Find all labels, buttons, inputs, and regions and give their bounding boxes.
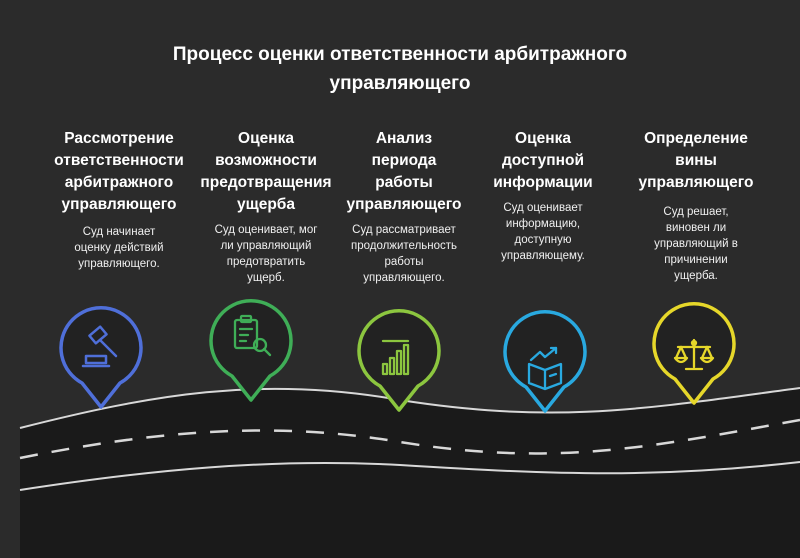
pin-1 (59, 306, 143, 409)
step-3-description: Суд рассматривает продолжительность рабо… (350, 224, 458, 284)
scales-icon (673, 338, 715, 371)
bar-chart-icon (381, 339, 410, 376)
step-5: Определение вины управляющего Суд решает… (622, 128, 770, 282)
road-bottom-edge (19, 461, 800, 491)
page-title: Процесс оценки ответственности арбитражн… (0, 40, 800, 98)
gavel-icon (81, 325, 118, 368)
pin-4 (503, 310, 587, 413)
step-4-description: Суд оценивает информацию, доступную упра… (501, 202, 585, 262)
step-3: Анализ периода работы управляющего Суд р… (330, 128, 478, 284)
pin-2 (209, 299, 293, 402)
book-growth-icon (527, 346, 563, 391)
step-5-description: Суд решает, виновен ли управляющий в при… (654, 206, 738, 282)
page-title-line-2: управляющего (329, 73, 471, 94)
page-title-line-1: Процесс оценки ответственности арбитражн… (172, 44, 628, 65)
step-2-description: Суд оценивает, мог ли управляющий предот… (214, 224, 318, 284)
step-1-description: Суд начинает оценку действий управляющег… (74, 226, 164, 270)
step-5-heading: Определение вины управляющего (638, 130, 754, 191)
step-1-heading: Рассмотрение ответственности арбитражног… (54, 130, 184, 213)
step-2: Оценка возможности предотвращения ущерба… (192, 128, 340, 284)
road (20, 388, 800, 558)
step-3-heading: Анализ периода работы управляющего (346, 130, 462, 213)
step-4: Оценка доступной информации Суд оценивае… (469, 128, 617, 262)
step-1: Рассмотрение ответственности арбитражног… (45, 128, 193, 270)
pin-5 (652, 302, 736, 405)
document-search-icon (233, 314, 272, 357)
step-4-heading: Оценка доступной информации (493, 130, 593, 191)
step-2-heading: Оценка возможности предотвращения ущерба (200, 130, 332, 213)
pin-3 (357, 309, 441, 412)
